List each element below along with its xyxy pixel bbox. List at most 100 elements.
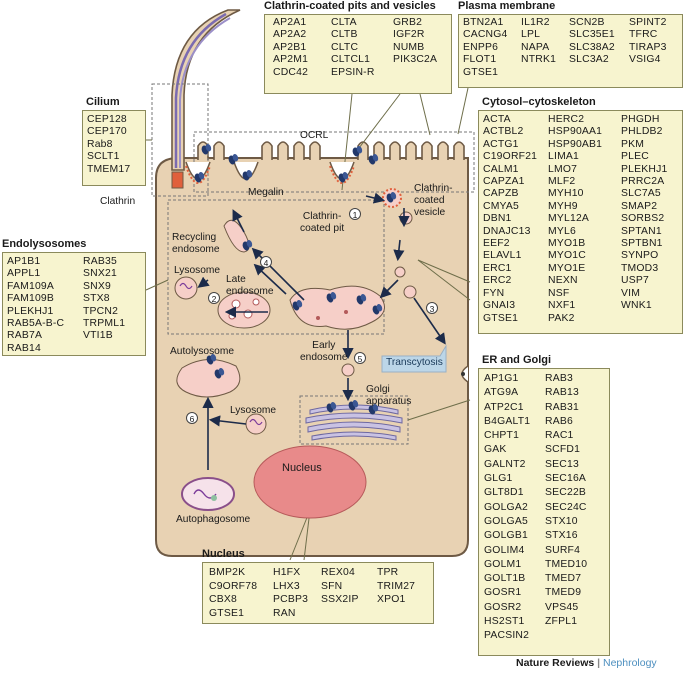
cytosol-col-3-gene-15: VIM: [621, 287, 641, 299]
endolysosomes-col-2-gene-7: VTI1B: [83, 330, 113, 342]
golgi-line-1: Golgi: [366, 384, 390, 395]
er-col-2-gene-8: SEC16A: [545, 473, 587, 485]
clathrin-col-1-gene-5: CDC42: [273, 66, 309, 78]
endolysosomes-col-1-gene-5: PLEKHJ1: [7, 305, 54, 317]
clathrin-col-2-gene-5: EPSIN-R: [331, 66, 375, 78]
step-4-marker: 4: [260, 256, 272, 268]
late-line-1: Late: [226, 274, 246, 285]
er-col-2-gene-18: ZFPL1: [545, 616, 578, 628]
nucleus-col-3-gene-2: SFN: [321, 580, 343, 592]
er-col-1-gene-2: ATG9A: [484, 387, 519, 399]
early-line-1: Early: [312, 340, 336, 351]
recycling-line-1: Recycling: [172, 232, 217, 243]
lysosome-bottom-label: Lysosome: [230, 405, 277, 416]
cilium-col-1-gene-1: CEP128: [87, 114, 127, 125]
plasma-col-1-gene-5: GTSE1: [463, 66, 499, 78]
endolysosomes-col-2-gene-4: STX8: [83, 293, 110, 305]
nucleus-col-1-gene-2: C9ORF78: [209, 580, 258, 592]
clathrin-vesicle-label: Clathrin- coated vesicle: [414, 183, 453, 219]
er-col-1-gene-13: GOLIM4: [484, 544, 525, 556]
plasma-col-4-gene-4: VSIG4: [629, 54, 661, 66]
cytosol-col-1-gene-9: DBN1: [483, 213, 512, 225]
er-col-1-gene-14: GOLM1: [484, 558, 522, 570]
cytosol-col-3-gene-16: WNK1: [621, 300, 652, 312]
cytosol-group-title: Cytosol–cytoskeleton: [482, 96, 596, 108]
endolysosomes-col-2-gene-5: TPCN2: [83, 305, 119, 317]
nucleus-col-2-gene-2: LHX3: [273, 580, 300, 592]
endolysosomes-col-1-gene-6: RAB5A-B-C: [7, 318, 65, 330]
journal-section: Nephrology: [602, 657, 657, 669]
early-line-2: endosome: [300, 352, 348, 363]
endolysosomes-col-1-gene-4: FAM109B: [7, 293, 55, 305]
plasma-col-2-gene-3: NAPA: [521, 41, 550, 53]
cilium-col-1-gene-2: CEP170: [87, 126, 127, 138]
cytosol-col-1-gene-7: CAPZB: [483, 188, 519, 200]
autophagosome-label: Autophagosome: [176, 514, 251, 525]
er-col-1-gene-9: GLT8D1: [484, 487, 524, 499]
cytosol-col-2-gene-6: MLF2: [548, 176, 576, 188]
cytosol-col-1-gene-13: ERC1: [483, 262, 512, 274]
plasma-col-4-gene-1: SPINT2: [629, 17, 667, 28]
cytosol-col-2-gene-16: NXF1: [548, 300, 576, 312]
journal-credit: Nature Reviews | Nephrology: [516, 657, 657, 669]
clathrin-col-3-gene-4: PIK3C2A: [393, 54, 438, 66]
er-col-1-gene-8: GLG1: [484, 473, 513, 485]
cytosol-col-2-gene-13: MYO1E: [548, 262, 586, 274]
cilium-col-1-gene-5: TMEM17: [87, 163, 131, 175]
clathrin-col-2-gene-1: CLTA: [331, 17, 357, 28]
plasma-col-3-gene-3: SLC38A2: [569, 41, 615, 53]
cytosol-col-3-gene-12: SYNPO: [621, 250, 659, 262]
clathrin-vesicle-line-1: Clathrin-: [414, 183, 453, 194]
er-col-1-gene-7: GALNT2: [484, 458, 526, 470]
endolysosomes-col-2-gene-3: SNX9: [83, 280, 111, 292]
er-col-2-gene-3: RAB31: [545, 401, 579, 413]
lysosome-top-label: Lysosome: [174, 265, 221, 276]
clathrin-col-1-gene-1: AP2A1: [273, 17, 307, 28]
cilium-col-1-gene-3: Rab8: [87, 138, 113, 150]
er-col-2-gene-5: RAC1: [545, 430, 574, 442]
endolysosomes-col-2-gene-2: SNX21: [83, 268, 117, 280]
transcytosis-label: Transcytosis: [386, 357, 443, 368]
plasma-col-3-gene-4: SLC3A2: [569, 54, 609, 66]
step-5-marker: 5: [354, 352, 366, 364]
er-col-1-gene-6: GAK: [484, 444, 507, 456]
cilium-col-1-gene-4: SCLT1: [87, 151, 120, 163]
plasma-col-2-gene-1: IL1R2: [521, 17, 550, 28]
clathrin-col-2-gene-3: CLTC: [331, 41, 359, 53]
clathrin-col-2-gene-2: CLTB: [331, 29, 358, 41]
cytosol-col-3-gene-14: USP7: [621, 275, 649, 287]
cytosol-col-3-gene-7: SLC7A5: [621, 188, 661, 200]
ocrl-label: OCRL: [300, 130, 329, 141]
cytosol-col-1-gene-6: CAPZA1: [483, 176, 525, 188]
endolysosomes-col-2-gene-1: RAB35: [83, 256, 117, 267]
cytosol-col-2-gene-2: HSP90AA1: [548, 126, 603, 138]
cytosol-col-2-gene-11: MYO1B: [548, 238, 586, 250]
cytosol-col-2-gene-4: LIMA1: [548, 151, 580, 163]
step-3-marker: 3: [426, 302, 438, 314]
cell-body: [155, 157, 469, 557]
clathrin-vesicle-line-2: coated: [414, 195, 445, 206]
step-2-marker: 2: [208, 292, 220, 304]
er-col-2-gene-7: SEC13: [545, 458, 579, 470]
cytosol-col-3-gene-6: PRRC2A: [621, 176, 665, 188]
cytosol-col-1-gene-10: DNAJC13: [483, 225, 531, 237]
clathrin-col-1-gene-4: AP2M1: [273, 54, 309, 66]
er-col-2-gene-9: SEC22B: [545, 487, 587, 499]
clathrin-col-2-gene-4: CLTCL1: [331, 54, 371, 66]
plasma-col-1-gene-2: CACNG4: [463, 29, 508, 41]
basal-body: [171, 171, 184, 189]
endolysosomes-col-1-gene-3: FAM109A: [7, 280, 55, 292]
er-col-2-gene-10: SEC24C: [545, 501, 587, 513]
